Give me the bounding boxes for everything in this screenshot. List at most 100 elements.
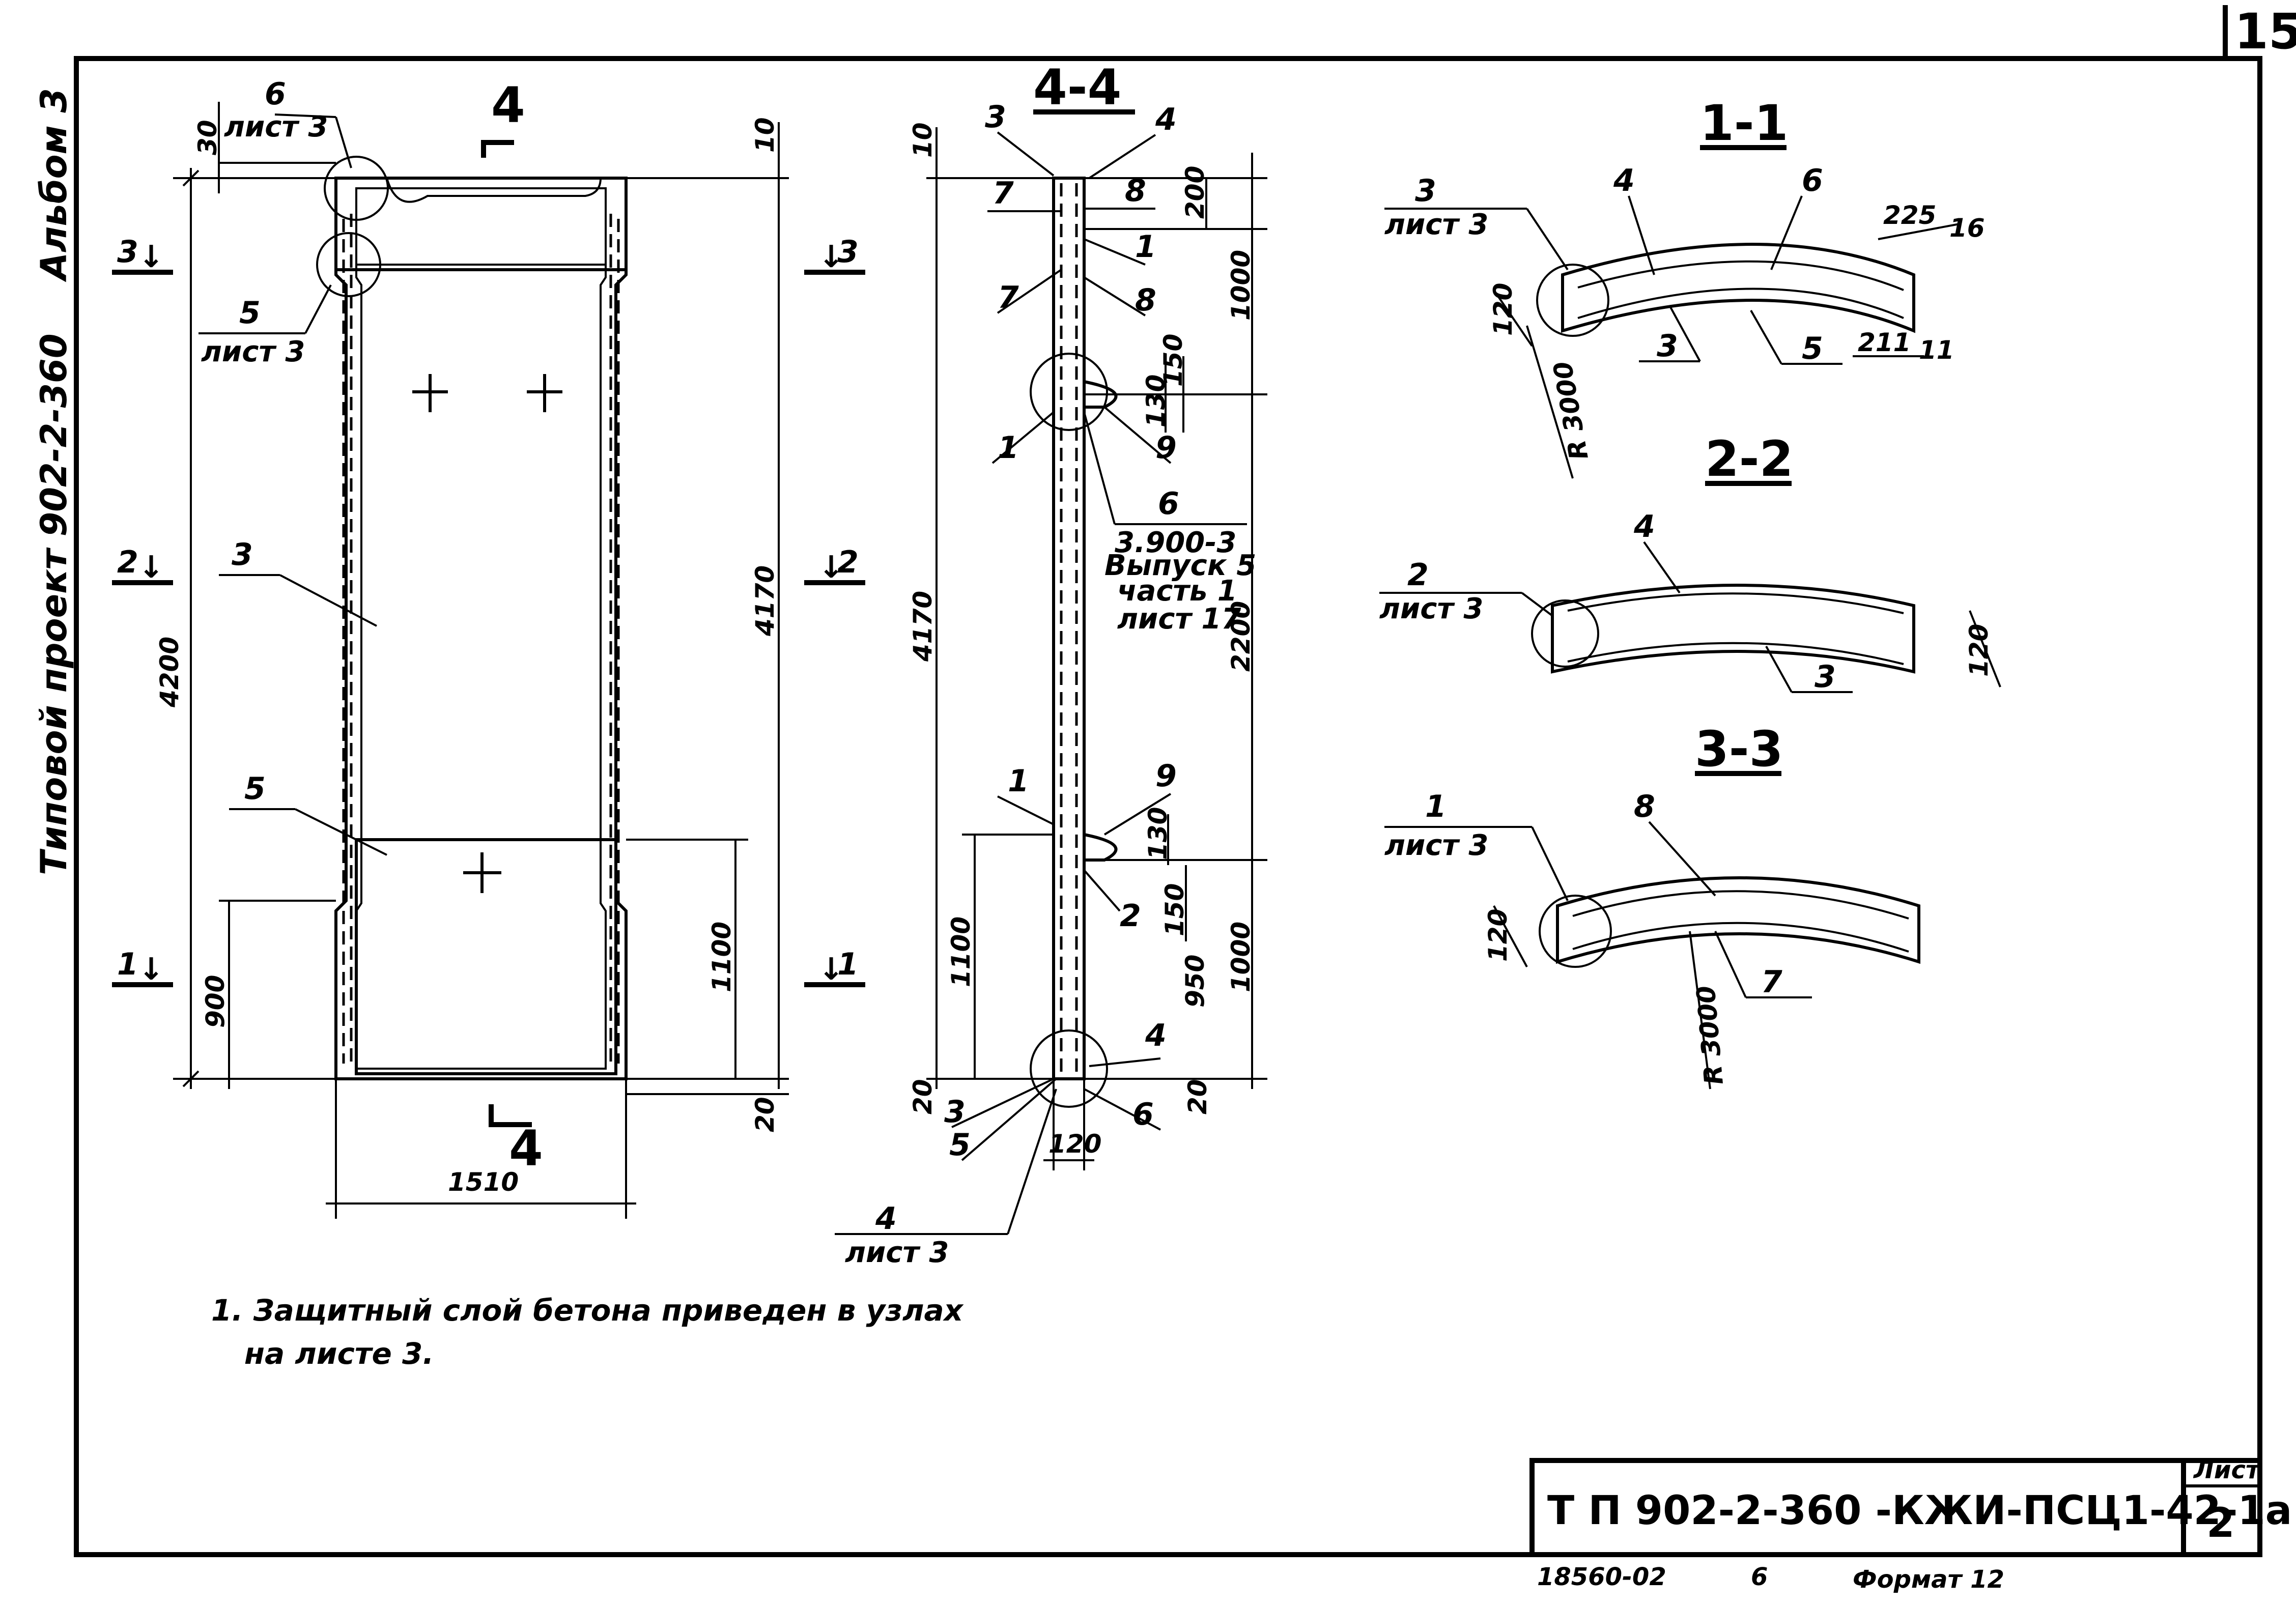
sec44-dim-130b: 130 bbox=[1143, 807, 1173, 860]
ref-line-4: лист 17 bbox=[1117, 603, 1241, 636]
opening bbox=[355, 838, 617, 1075]
label-5: 5 bbox=[239, 295, 261, 331]
callout-2: 2 bbox=[1120, 898, 1141, 934]
callout-4c-ref: лист 3 bbox=[845, 1236, 949, 1269]
lifting-mark-2 bbox=[527, 374, 562, 412]
footer-number: 18560-02 bbox=[1537, 1563, 1666, 1591]
section-4-4-title: 4-4 bbox=[1033, 59, 1121, 116]
album-label: Альбом 3 bbox=[33, 88, 75, 282]
detail-circle-5 bbox=[316, 232, 381, 297]
wall-panel-outline bbox=[334, 177, 628, 1080]
sec44-dim-1100: 1100 bbox=[946, 916, 976, 987]
svg-text:2: 2 bbox=[117, 544, 138, 580]
sec44-dim-20-left: 20 bbox=[908, 1079, 938, 1114]
sec44-dim-1000b: 1000 bbox=[1226, 922, 1256, 992]
s33-radius: R 3000 bbox=[1691, 985, 1729, 1086]
sheet-label: Лист bbox=[2193, 1456, 2261, 1484]
callout-3b: 3 bbox=[944, 1094, 966, 1130]
section-4-4-detail-2 bbox=[1030, 1029, 1108, 1108]
s11-dim-211: 211 bbox=[1858, 328, 1911, 357]
dim-1510: 1510 bbox=[448, 1167, 519, 1197]
section-mark-top-label: 4 bbox=[491, 77, 525, 134]
page-number: 15 bbox=[2234, 3, 2296, 60]
s22-label-2: 2 bbox=[1407, 557, 1429, 593]
s11-dim-225: 225 bbox=[1883, 200, 1936, 230]
sec44-dim-2200: 2200 bbox=[1226, 601, 1256, 672]
callout-1b: 1 bbox=[1008, 763, 1029, 799]
section-1-1: 1-1 3 лист 3 4 6 3 5 225 16 211 11 120 R… bbox=[1384, 95, 1985, 479]
svg-text:↓: ↓ bbox=[818, 550, 844, 585]
footer-copy: 6 bbox=[1751, 1563, 1768, 1591]
ref-line-2: Выпуск 5 bbox=[1104, 549, 1256, 582]
s11-label-5: 5 bbox=[1802, 331, 1823, 366]
title-block-code: Т П 902-2-360 -КЖИ-ПСЦ1-42-1а bbox=[1547, 1488, 2292, 1534]
dim-30: 30 bbox=[193, 120, 222, 155]
leader-5-lower-b bbox=[295, 808, 387, 856]
s11-radius: R 3000 bbox=[1548, 359, 1594, 462]
sheet-frame bbox=[74, 56, 2262, 1557]
s33-dim-120: 120 bbox=[1483, 909, 1513, 962]
s33-label-7: 7 bbox=[1761, 964, 1782, 1000]
s11-label-6: 6 bbox=[1802, 163, 1823, 198]
s11-label-3: 3 bbox=[1415, 173, 1436, 209]
section-4-4-detail-1 bbox=[1030, 353, 1108, 431]
s11-dim-16: 16 bbox=[1949, 213, 1985, 243]
ref-line-1: 3.900-3 bbox=[1115, 526, 1236, 559]
dim-20-bottom: 20 bbox=[750, 1097, 780, 1132]
svg-text:2: 2 bbox=[837, 544, 859, 580]
project-label: Типовой проект 902-2-360 bbox=[33, 333, 75, 875]
svg-text:↓: ↓ bbox=[138, 239, 164, 275]
callout-4b: 4 bbox=[1145, 1018, 1167, 1053]
cut-mark-3-left: 3 ↓ bbox=[112, 234, 173, 275]
dim-900: 900 bbox=[201, 975, 230, 1028]
s22-label-2-ref: лист 3 bbox=[1379, 592, 1483, 625]
wall-panel-inner bbox=[355, 187, 607, 1070]
callout-1c: 1 bbox=[998, 430, 1019, 466]
cut-mark-1-right: ↓ 1 bbox=[804, 947, 865, 987]
svg-text:1: 1 bbox=[117, 947, 138, 982]
cut-mark-3-right: ↓ 3 bbox=[804, 234, 865, 275]
svg-text:↓: ↓ bbox=[138, 550, 164, 585]
svg-text:↓: ↓ bbox=[818, 952, 844, 987]
s33-label-8: 8 bbox=[1634, 789, 1655, 824]
sec44-dim-200: 200 bbox=[1180, 166, 1210, 219]
s11-dim-120: 120 bbox=[1488, 283, 1518, 336]
s22-label-3: 3 bbox=[1815, 659, 1836, 695]
sec44-dim-4170: 4170 bbox=[908, 591, 938, 662]
cut-mark-2-left: 2 ↓ bbox=[112, 544, 173, 585]
s11-label-3b: 3 bbox=[1657, 328, 1678, 364]
callout-7a: 7 bbox=[993, 176, 1014, 211]
s11-label-4: 4 bbox=[1613, 163, 1635, 198]
cut-mark-1-left: 1 ↓ bbox=[112, 947, 173, 987]
svg-text:1: 1 bbox=[837, 947, 859, 982]
svg-text:↓: ↓ bbox=[818, 239, 844, 275]
sec44-dim-20-right: 20 bbox=[1183, 1079, 1212, 1114]
callout-5b: 5 bbox=[949, 1127, 971, 1163]
callout-6: 6 bbox=[1158, 486, 1179, 522]
leader-3b bbox=[279, 574, 377, 627]
section-4-4: 4-4 3 4 7 8 1 7 8 1 9 6 3.900-3 Выпуск 5… bbox=[835, 59, 1267, 1269]
s11-dim-11: 11 bbox=[1919, 335, 1954, 365]
sec44-dim-150b: 150 bbox=[1160, 883, 1189, 936]
s33-label-1-ref: лист 3 bbox=[1384, 829, 1488, 862]
section-3-3-title: 3-3 bbox=[1695, 721, 1783, 778]
title-block bbox=[1529, 1458, 2262, 1557]
section-2-2-shell bbox=[1551, 584, 1915, 674]
plan-view: 6 лист 3 5 лист 3 3 5 4 4 3 ↓ ↓ 3 2 bbox=[112, 76, 865, 1219]
sec44-dim-950: 950 bbox=[1180, 955, 1210, 1008]
lifting-mark-3 bbox=[463, 852, 501, 893]
s22-label-4: 4 bbox=[1633, 509, 1655, 544]
s11-label-3-ref: лист 3 bbox=[1384, 208, 1488, 241]
s33-label-1: 1 bbox=[1425, 789, 1447, 824]
sec44-dim-130a: 130 bbox=[1141, 375, 1171, 427]
section-mark-bottom-label: 4 bbox=[509, 1120, 543, 1177]
dim-4170: 4170 bbox=[750, 565, 780, 637]
label-5-ref: лист 3 bbox=[201, 335, 305, 368]
svg-text:3: 3 bbox=[117, 234, 138, 270]
label-6-ref: лист 3 bbox=[224, 110, 328, 144]
lifting-mark-1 bbox=[412, 374, 448, 412]
note-line-1: 1. Защитный слой бетона приведен в узлах bbox=[211, 1293, 964, 1328]
leader-6 bbox=[274, 113, 336, 118]
section-1-1-title: 1-1 bbox=[1700, 95, 1788, 152]
